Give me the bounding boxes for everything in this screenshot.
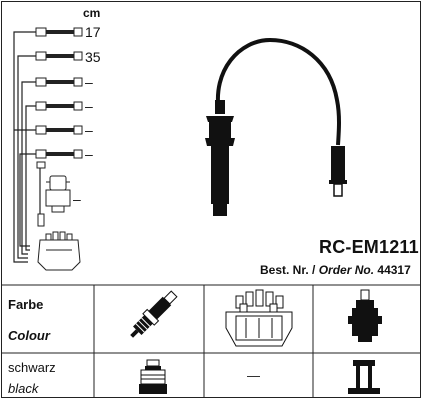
order-label-de: Best. Nr. / bbox=[260, 263, 316, 277]
colour-header-de: Farbe bbox=[8, 297, 44, 312]
table-grid bbox=[1, 284, 421, 398]
colour-header-en: Colour bbox=[8, 328, 50, 343]
order-number: 44317 bbox=[377, 263, 411, 277]
length-value: – bbox=[85, 122, 93, 138]
lead-connectors bbox=[35, 27, 83, 159]
order-label-en: Order No. bbox=[318, 263, 375, 277]
model-number: RC-EM1211 bbox=[319, 237, 419, 257]
dash-cell: — bbox=[247, 368, 260, 383]
coil-lead bbox=[36, 161, 46, 227]
schematic-wires bbox=[13, 31, 41, 263]
spark-plug-icon bbox=[130, 290, 178, 338]
distributor-cap-icon bbox=[225, 289, 293, 347]
distributor-cap-small-icon bbox=[37, 231, 81, 271]
length-value: 17 bbox=[85, 24, 101, 40]
length-value: – bbox=[73, 191, 81, 207]
length-value: – bbox=[85, 146, 93, 162]
length-value: – bbox=[85, 98, 93, 114]
colour-value-de: schwarz bbox=[8, 360, 56, 375]
coil-terminal-icon bbox=[348, 360, 380, 394]
length-value: – bbox=[85, 74, 93, 90]
length-value: 35 bbox=[85, 49, 101, 65]
colour-value-en: black bbox=[8, 381, 39, 396]
ignition-cable bbox=[205, 37, 347, 216]
coil-icon bbox=[45, 175, 71, 213]
unit-label: cm bbox=[83, 6, 101, 20]
ignition-coil-icon bbox=[348, 289, 382, 342]
order-info: Best. Nr. / Order No. 44317 bbox=[260, 263, 411, 277]
plug-terminal-icon bbox=[139, 359, 167, 394]
